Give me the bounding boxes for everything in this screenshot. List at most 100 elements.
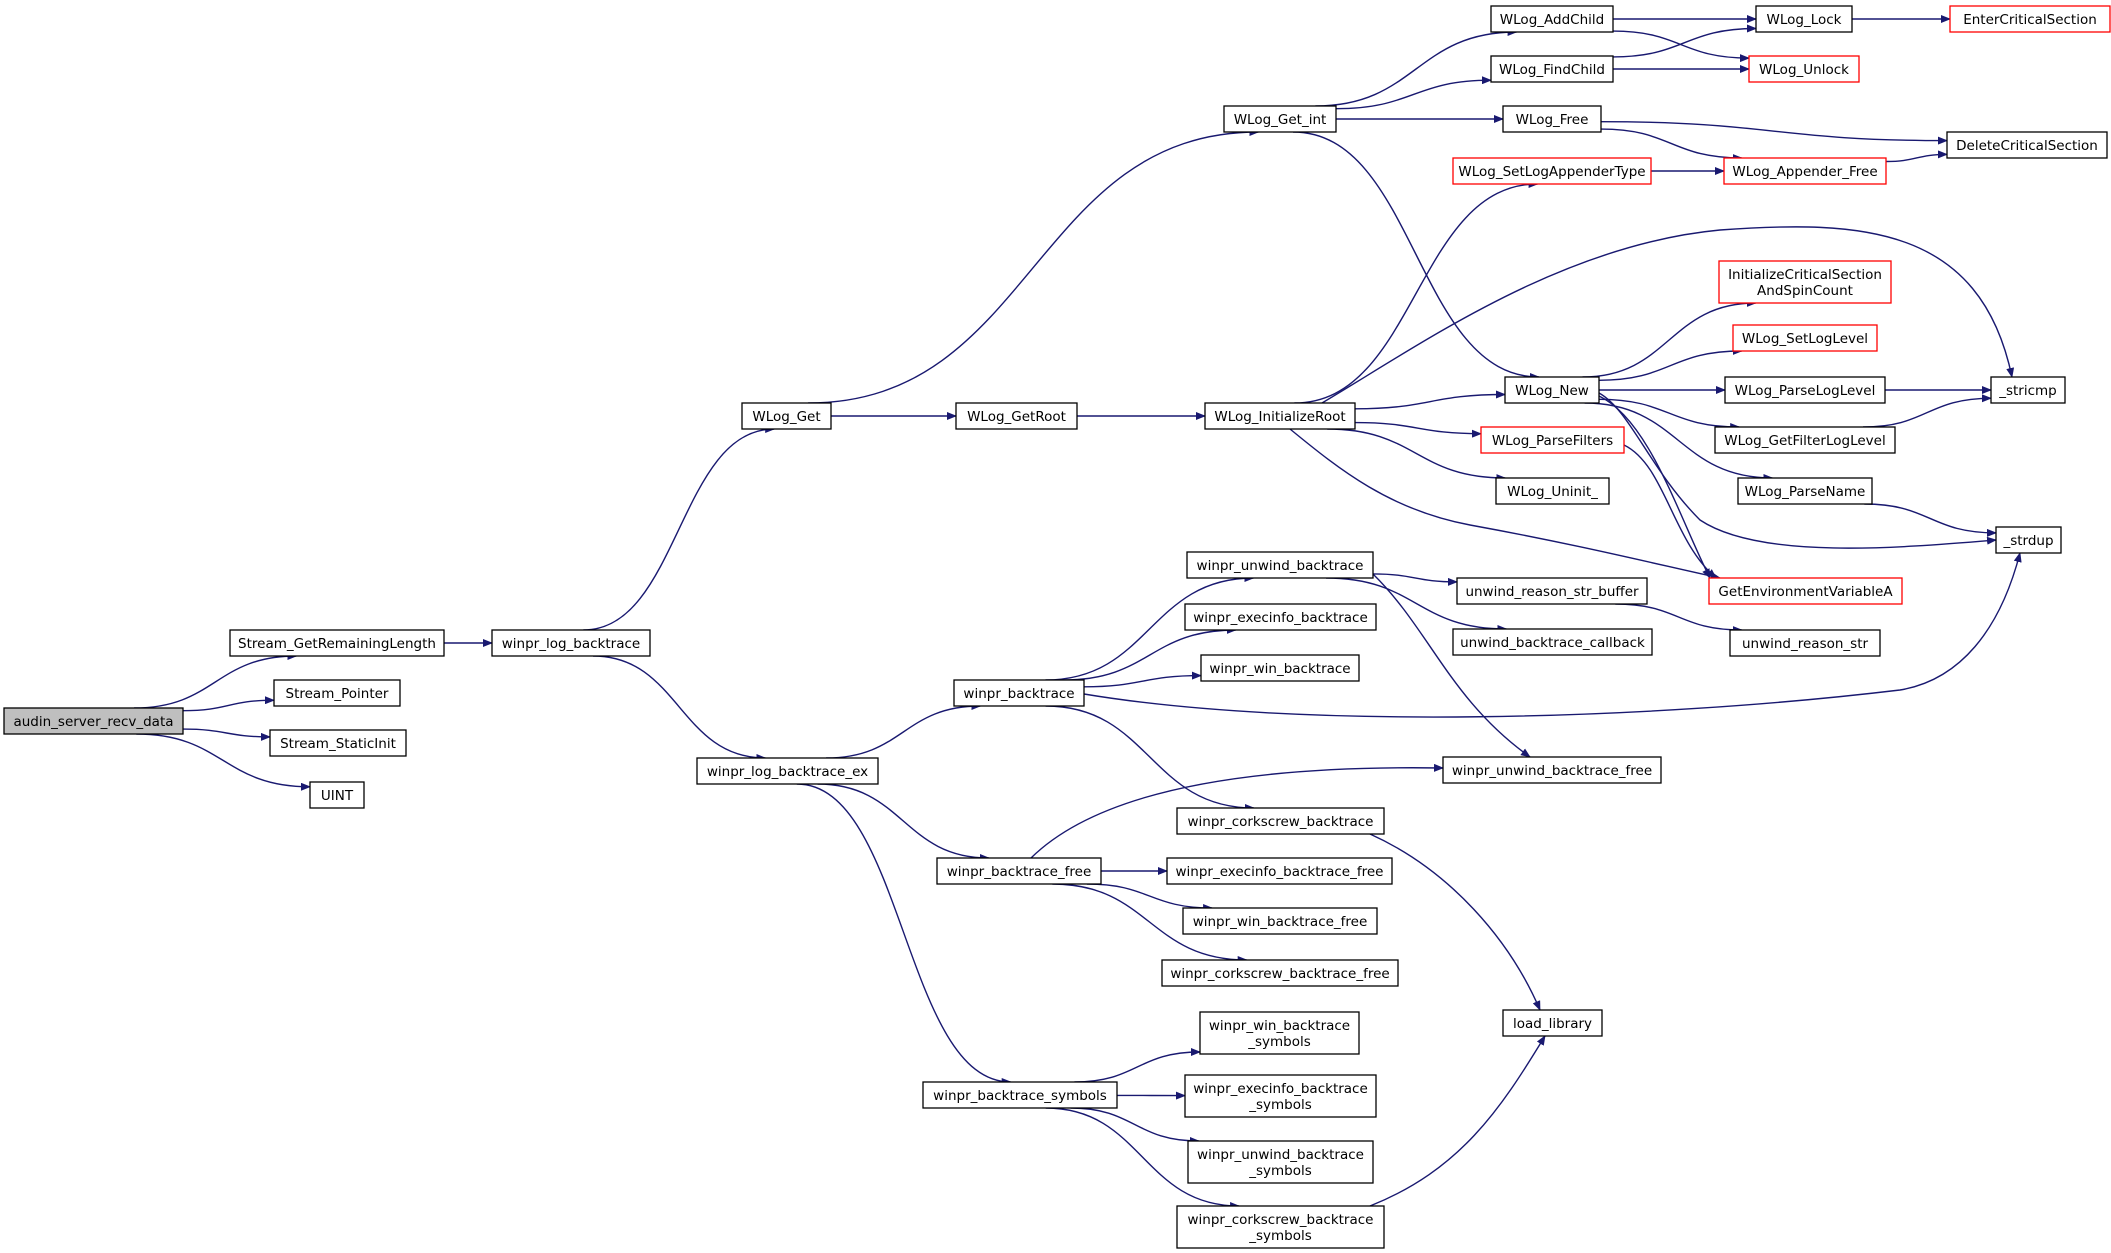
node-WLog_GetRoot[interactable]: WLog_GetRoot	[955, 402, 1078, 430]
node-winpr_log_backtrace_ex[interactable]: winpr_log_backtrace_ex	[696, 757, 879, 785]
edge-WLog_InitializeRoot-to-_stricmp	[1321, 226, 2015, 404]
node-winpr_win_backtrace_free[interactable]: winpr_win_backtrace_free	[1182, 907, 1378, 935]
node-WLog_Get[interactable]: WLog_Get	[741, 402, 832, 430]
node-_stricmp[interactable]: _stricmp	[1990, 376, 2066, 404]
node-WLog_SetLogLevel[interactable]: WLog_SetLogLevel	[1732, 324, 1878, 352]
edge-winpr_backtrace-to-winpr_execinfo_backtrace	[1063, 626, 1237, 681]
node-box	[1737, 477, 1873, 505]
node-box	[1995, 526, 2062, 554]
node-label: winpr_win_backtrace_free	[1193, 914, 1368, 930]
node-winpr_unwind_backtrace_symbols[interactable]: winpr_unwind_backtrace_symbols	[1187, 1140, 1374, 1184]
node-label: WLog_Get_int	[1234, 112, 1327, 128]
node-winpr_backtrace[interactable]: winpr_backtrace	[953, 679, 1085, 707]
edge-winpr_log_backtrace-to-winpr_log_backtrace_ex	[592, 655, 767, 762]
node-box	[1946, 131, 2108, 159]
node-unwind_reason_str_buffer[interactable]: unwind_reason_str_buffer	[1456, 577, 1648, 605]
node-WLog_ParseFilters[interactable]: WLog_ParseFilters	[1480, 426, 1625, 454]
edge-WLog_FindChild-to-WLog_Lock	[1612, 24, 1757, 58]
edge-winpr_corkscrew_backtrace_symbols-to-load_library	[1369, 1035, 1546, 1207]
node-winpr_win_backtrace[interactable]: winpr_win_backtrace	[1200, 654, 1360, 682]
node-winpr_unwind_backtrace_free[interactable]: winpr_unwind_backtrace_free	[1442, 756, 1662, 784]
edge-WLog_Get_int-to-WLog_AddChild	[1315, 28, 1518, 107]
node-box	[1161, 959, 1399, 987]
node-winpr_unwind_backtrace[interactable]: winpr_unwind_backtrace	[1186, 551, 1374, 579]
node-WLog_New[interactable]: WLog_New	[1504, 376, 1600, 404]
node-label: WLog_Unlock	[1759, 62, 1849, 78]
edge-WLog_New-to-WLog_SetLogLevel	[1598, 347, 1743, 381]
edge-WLog_ParseFilters-to-GetEnvironmentVariableA	[1623, 444, 1717, 579]
node-unwind_backtrace_callback[interactable]: unwind_backtrace_callback	[1452, 628, 1653, 656]
node-Stream_StaticInit[interactable]: Stream_StaticInit	[269, 729, 407, 757]
node-winpr_corkscrew_backtrace_free[interactable]: winpr_corkscrew_backtrace_free	[1161, 959, 1399, 987]
node-Stream_GetRemainingLength[interactable]: Stream_GetRemainingLength	[229, 629, 445, 657]
node-box	[1456, 577, 1648, 605]
node-WLog_Lock[interactable]: WLog_Lock	[1755, 5, 1853, 33]
node-box	[1490, 5, 1614, 33]
node-WLog_ParseLogLevel[interactable]: WLog_ParseLogLevel	[1724, 376, 1886, 404]
node-winpr_execinfo_backtrace_free[interactable]: winpr_execinfo_backtrace_free	[1166, 857, 1393, 885]
node-layer: audin_server_recv_data Stream_GetRemainin…	[3, 5, 2111, 1249]
edge-WLog_InitializeRoot-to-GetEnvironmentVariableA	[1289, 428, 1721, 581]
node-GetEnvironmentVariableA[interactable]: GetEnvironmentVariableA	[1708, 577, 1903, 605]
node-WLog_Unlock[interactable]: WLog_Unlock	[1748, 55, 1860, 83]
node-WLog_ParseName[interactable]: WLog_ParseName	[1737, 477, 1873, 505]
node-winpr_execinfo_backtrace_symbols[interactable]: winpr_execinfo_backtrace_symbols	[1184, 1074, 1377, 1118]
node-Stream_Pointer[interactable]: Stream_Pointer	[273, 679, 401, 707]
node-winpr_corkscrew_backtrace[interactable]: winpr_corkscrew_backtrace	[1176, 807, 1385, 835]
node-EnterCriticalSection[interactable]: EnterCriticalSection	[1949, 5, 2111, 33]
node-_strdup[interactable]: _strdup	[1995, 526, 2062, 554]
node-box	[1187, 1140, 1374, 1184]
node-label: winpr_unwind_backtrace	[1197, 1147, 1364, 1163]
node-box	[1502, 1009, 1603, 1037]
node-label: Stream_StaticInit	[280, 736, 396, 752]
edge-WLog_New-to-WLog_GetFilterLogLevel	[1598, 398, 1741, 431]
node-box	[922, 1081, 1118, 1109]
node-box	[1480, 426, 1625, 454]
node-box	[1442, 756, 1662, 784]
node-box	[741, 402, 832, 430]
node-WLog_SetLogAppenderType[interactable]: WLog_SetLogAppenderType	[1452, 157, 1652, 185]
edge-winpr_backtrace-to-winpr_win_backtrace	[1083, 671, 1202, 688]
edge-WLog_New-to-InitializeCriticalSectionAndSpinCount	[1582, 299, 1757, 378]
node-label: InitializeCriticalSection	[1728, 267, 1882, 283]
node-WLog_InitializeRoot[interactable]: WLog_InitializeRoot	[1204, 402, 1356, 430]
node-label: _symbols	[1248, 1228, 1312, 1244]
node-label: winpr_backtrace_symbols	[933, 1088, 1107, 1104]
node-label: unwind_reason_str_buffer	[1465, 584, 1639, 600]
node-label: _strdup	[2002, 533, 2053, 549]
node-winpr_corkscrew_backtrace_symbols[interactable]: winpr_corkscrew_backtrace_symbols	[1176, 1205, 1385, 1249]
node-WLog_Appender_Free[interactable]: WLog_Appender_Free	[1723, 157, 1887, 185]
edge-WLog_New-to-GetEnvironmentVariableA	[1598, 395, 1711, 579]
node-box	[1452, 157, 1652, 185]
node-WLog_Get_int[interactable]: WLog_Get_int	[1223, 105, 1337, 133]
node-UINT[interactable]: UINT	[309, 781, 365, 809]
node-winpr_execinfo_backtrace[interactable]: winpr_execinfo_backtrace	[1184, 603, 1377, 631]
node-WLog_FindChild[interactable]: WLog_FindChild	[1490, 55, 1614, 83]
node-WLog_AddChild[interactable]: WLog_AddChild	[1490, 5, 1614, 33]
node-load_library[interactable]: load_library	[1502, 1009, 1603, 1037]
node-label: WLog_AddChild	[1500, 12, 1604, 28]
node-WLog_Uninit_[interactable]: WLog_Uninit_	[1495, 477, 1610, 505]
node-audin_server_recv_data[interactable]: audin_server_recv_data	[3, 707, 184, 735]
edge-winpr_backtrace-to-winpr_unwind_backtrace	[1045, 574, 1255, 681]
edge-winpr_backtrace_symbols-to-winpr_corkscrew_backtrace_symbols	[1045, 1107, 1241, 1210]
node-winpr_win_backtrace_symbols[interactable]: winpr_win_backtrace_symbols	[1199, 1011, 1360, 1055]
node-box	[1949, 5, 2111, 33]
node-box	[1204, 402, 1356, 430]
node-winpr_backtrace_symbols[interactable]: winpr_backtrace_symbols	[922, 1081, 1118, 1109]
node-box	[953, 679, 1085, 707]
node-label: load_library	[1513, 1016, 1592, 1032]
node-label: audin_server_recv_data	[13, 714, 173, 730]
node-unwind_reason_str[interactable]: unwind_reason_str	[1729, 629, 1881, 657]
node-label: GetEnvironmentVariableA	[1718, 584, 1893, 600]
node-winpr_log_backtrace[interactable]: winpr_log_backtrace	[491, 629, 651, 657]
node-box	[491, 629, 651, 657]
node-label: Stream_GetRemainingLength	[238, 636, 436, 652]
node-WLog_Free[interactable]: WLog_Free	[1502, 105, 1602, 133]
node-label: UINT	[321, 788, 354, 804]
node-WLog_GetFilterLogLevel[interactable]: WLog_GetFilterLogLevel	[1714, 426, 1896, 454]
node-DeleteCriticalSection[interactable]: DeleteCriticalSection	[1946, 131, 2108, 159]
node-winpr_backtrace_free[interactable]: winpr_backtrace_free	[936, 857, 1102, 885]
node-label: _symbols	[1247, 1034, 1311, 1050]
